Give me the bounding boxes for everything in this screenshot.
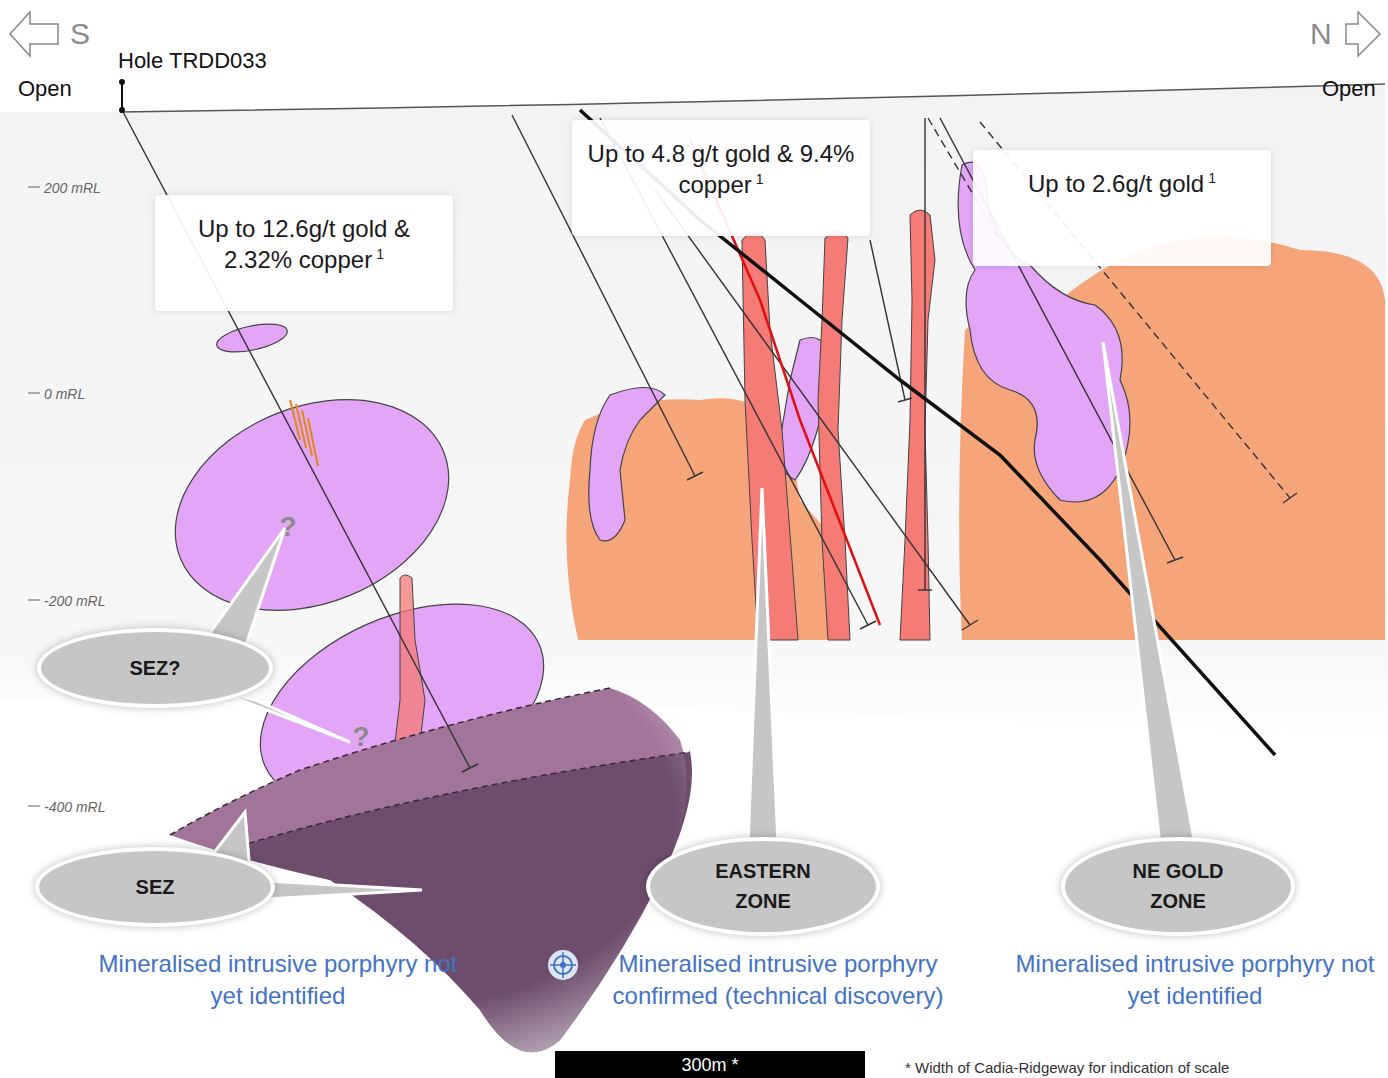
intercept-hatch — [290, 400, 318, 466]
zone-name: SEZ? — [129, 653, 180, 683]
elevation-label: 0 mRL — [44, 385, 85, 404]
grade-text: Up to 2.6g/t gold — [1028, 170, 1204, 197]
grade-box: Up to 2.6g/t gold1 — [973, 150, 1271, 266]
callout-tails — [205, 342, 1195, 900]
grade-text: Up to 12.6g/t gold & 2.32% copper — [198, 215, 410, 273]
target-icon — [548, 950, 578, 980]
elevation-label: -200 mRL — [44, 592, 105, 611]
zone-callout: NE GOLD ZONE — [1061, 837, 1295, 936]
elevation-label: 200 mRL — [44, 179, 101, 198]
zone-caption: Mineralised intrusive porphyry confirmed… — [583, 948, 973, 1013]
zone-callout: EASTERN ZONE — [646, 837, 880, 936]
open-label: Open — [18, 74, 72, 104]
direction-letter: N — [1310, 14, 1332, 55]
footnote-ref: 1 — [1208, 170, 1216, 186]
scale-bar — [555, 1051, 865, 1078]
scale-label: 300m * — [681, 1053, 738, 1077]
hole-id: Hole TRDD033 — [118, 46, 267, 76]
grade-box: Up to 4.8 g/t gold & 9.4% copper1 — [572, 120, 870, 236]
zone-caption: Mineralised intrusive porphyry not yet i… — [93, 948, 463, 1013]
query-mark: ? — [352, 718, 369, 756]
zone-caption: Mineralised intrusive porphyry not yet i… — [1010, 948, 1380, 1013]
zone-name: EASTERN ZONE — [701, 856, 826, 916]
grade-text: Up to 4.8 g/t gold & 9.4% copper — [588, 140, 855, 198]
zone-name: SEZ — [136, 872, 175, 902]
zone-callout: SEZ? — [37, 628, 273, 708]
arrow-south — [10, 12, 58, 56]
footnote-ref: 1 — [756, 171, 764, 187]
direction-letter: S — [70, 14, 90, 55]
axis-ticks — [28, 187, 40, 806]
zone-callout: SEZ — [35, 847, 275, 927]
elevation-label: -400 mRL — [44, 798, 105, 817]
scale-note: * Width of Cadia-Ridgeway for indication… — [905, 1058, 1229, 1078]
zone-name: NE GOLD ZONE — [1117, 856, 1239, 916]
collar-symbol — [119, 79, 125, 113]
query-mark: ? — [279, 508, 296, 546]
grade-box: Up to 12.6g/t gold & 2.32% copper1 — [155, 195, 453, 311]
open-label: Open — [1322, 74, 1376, 104]
arrow-north — [1346, 12, 1380, 56]
footnote-ref: 1 — [376, 246, 384, 262]
surface — [120, 84, 1385, 112]
